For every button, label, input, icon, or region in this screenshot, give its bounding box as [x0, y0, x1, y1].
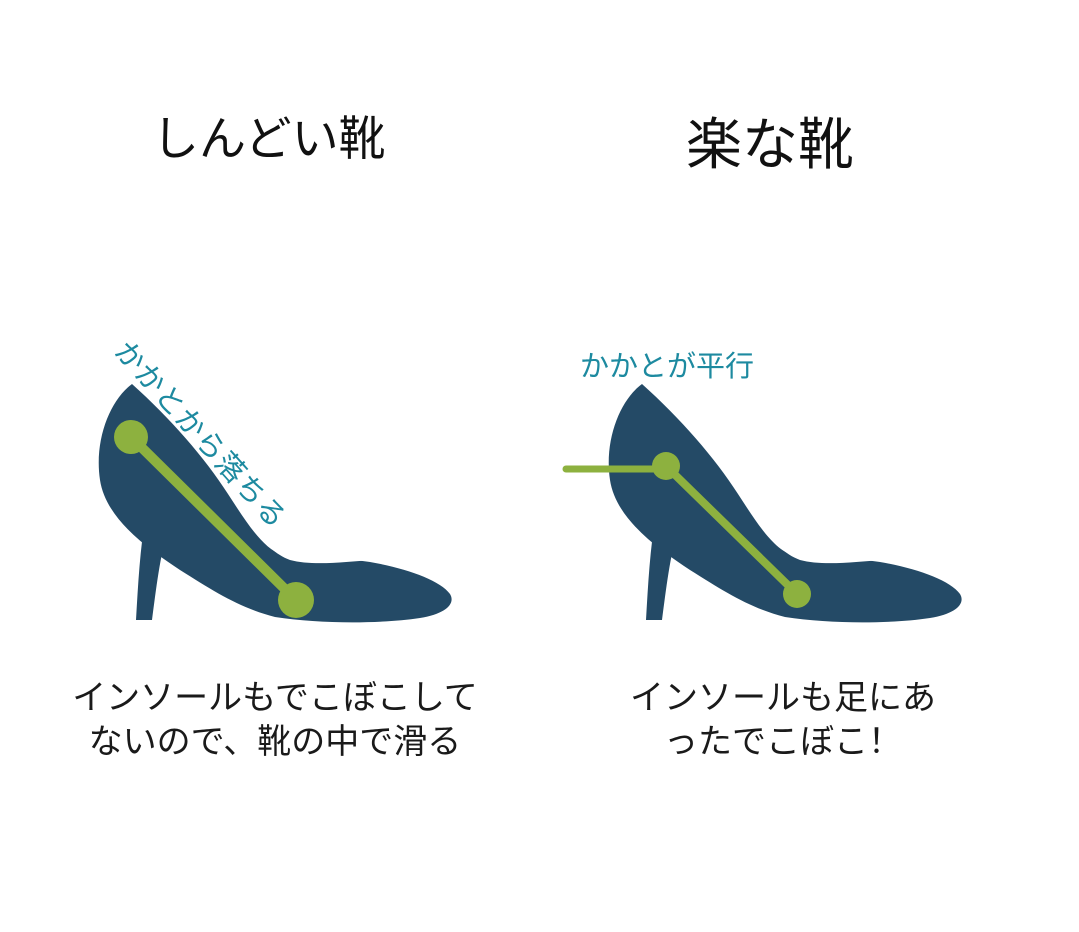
- left-caption: インソールもでこぼこして ないので、靴の中で滑る: [30, 676, 520, 764]
- right-caption-line-2: ったでこぼこ！: [664, 722, 902, 763]
- right-caption-line-1: インソールも足にあ: [630, 678, 936, 718]
- right-annotation: かかとが平行: [580, 349, 755, 383]
- left-shoe-heel: [136, 514, 168, 620]
- high-heel-shoe-icon: [608, 384, 962, 623]
- left-caption-line-2: ないので、靴の中で滑る: [88, 722, 462, 763]
- high-heel-shoe-icon: [98, 384, 452, 623]
- left-heel-point: [114, 420, 148, 454]
- right-shoe-body: [608, 384, 962, 623]
- left-caption-line-1: インソールもでこぼこして: [72, 678, 478, 718]
- right-heel-point: [652, 452, 680, 480]
- left-insole-line: [126, 432, 301, 605]
- right-toe-point: [783, 580, 811, 608]
- right-caption: インソールも足にあ ったでこぼこ！: [588, 676, 978, 764]
- left-shoe-body: [98, 384, 452, 623]
- left-toe-point: [278, 582, 314, 618]
- right-panel-title: 楽な靴: [686, 113, 854, 178]
- right-insole-line: [662, 462, 801, 598]
- right-shoe-heel: [646, 514, 678, 620]
- left-panel-title: しんどい靴: [152, 112, 386, 167]
